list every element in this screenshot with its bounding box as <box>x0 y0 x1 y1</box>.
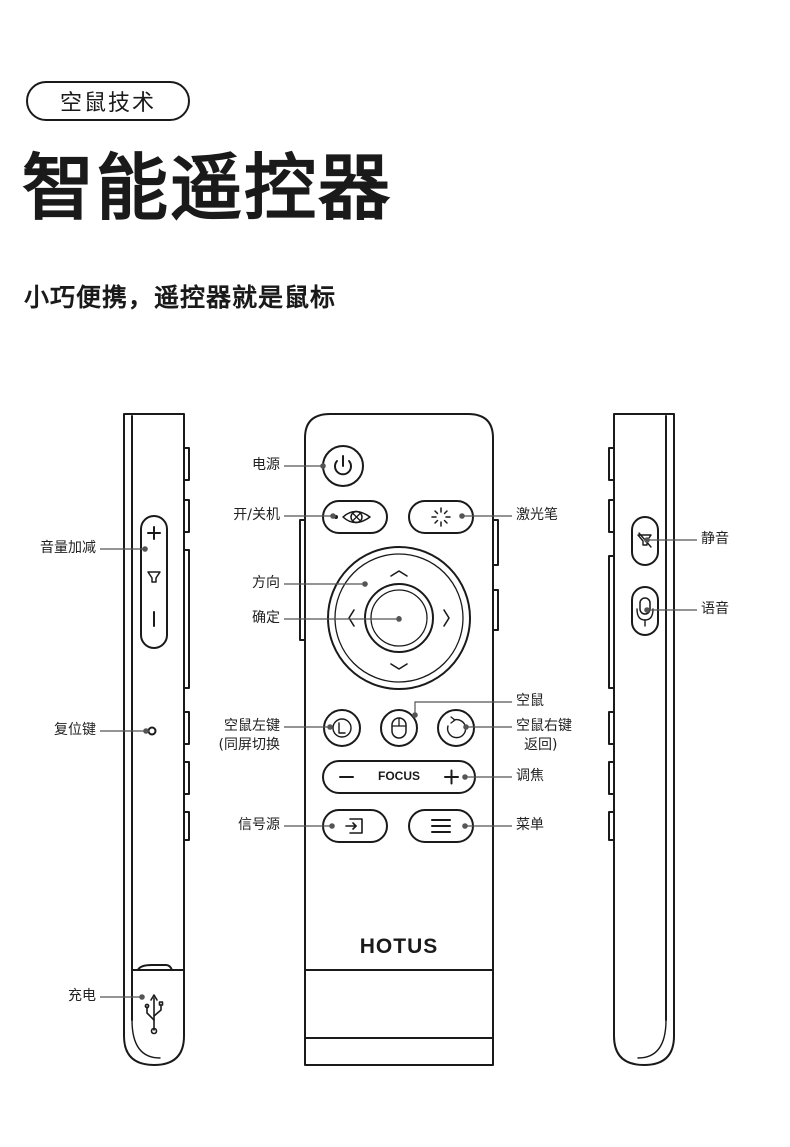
label-mute: 静音 <box>701 531 729 547</box>
label-power: 电源 <box>252 457 280 473</box>
label-volume: 音量加减 <box>40 540 96 556</box>
right-side-view <box>608 413 675 1066</box>
focus-label: FOCUS <box>378 769 420 783</box>
label-air-right-note: 返回) <box>524 737 558 753</box>
confirm-button <box>364 583 434 653</box>
label-onoff: 开/关机 <box>233 507 280 523</box>
label-voice: 语音 <box>701 601 729 617</box>
page-title: 智能遥控器 <box>22 146 393 230</box>
label-focus: 调焦 <box>516 768 544 784</box>
label-menu: 菜单 <box>516 817 544 833</box>
air-left-button <box>323 709 361 747</box>
label-source: 信号源 <box>238 817 280 833</box>
front-view <box>299 413 499 1066</box>
air-right-button <box>437 709 475 747</box>
label-reset: 复位键 <box>54 722 96 738</box>
onoff-button <box>322 500 388 534</box>
dpad-outer <box>327 546 471 690</box>
label-air-left-note: (同屏切换 <box>218 737 280 753</box>
volume-rocker <box>140 515 168 649</box>
left-side-view <box>123 413 190 1066</box>
label-air-right: 空鼠右键 <box>516 718 572 734</box>
laser-icon <box>431 507 451 527</box>
label-confirm: 确定 <box>252 610 280 626</box>
mute-button <box>631 516 659 566</box>
label-laser: 激光笔 <box>516 507 558 523</box>
page-subtitle: 小巧便携，遥控器就是鼠标 <box>24 283 337 312</box>
voice-button <box>631 586 659 636</box>
label-charge: 充电 <box>68 988 96 1004</box>
label-direction: 方向 <box>252 575 280 591</box>
label-air-left: 空鼠左键 <box>224 718 280 734</box>
label-airmouse: 空鼠 <box>516 693 544 709</box>
reset-hole <box>147 726 157 736</box>
usb-icon <box>144 994 164 1035</box>
section-tag: 空鼠技术 <box>26 81 190 121</box>
airmouse-button <box>380 709 418 747</box>
brand-logo: HOTUS <box>359 935 439 958</box>
laser-button <box>408 500 474 534</box>
